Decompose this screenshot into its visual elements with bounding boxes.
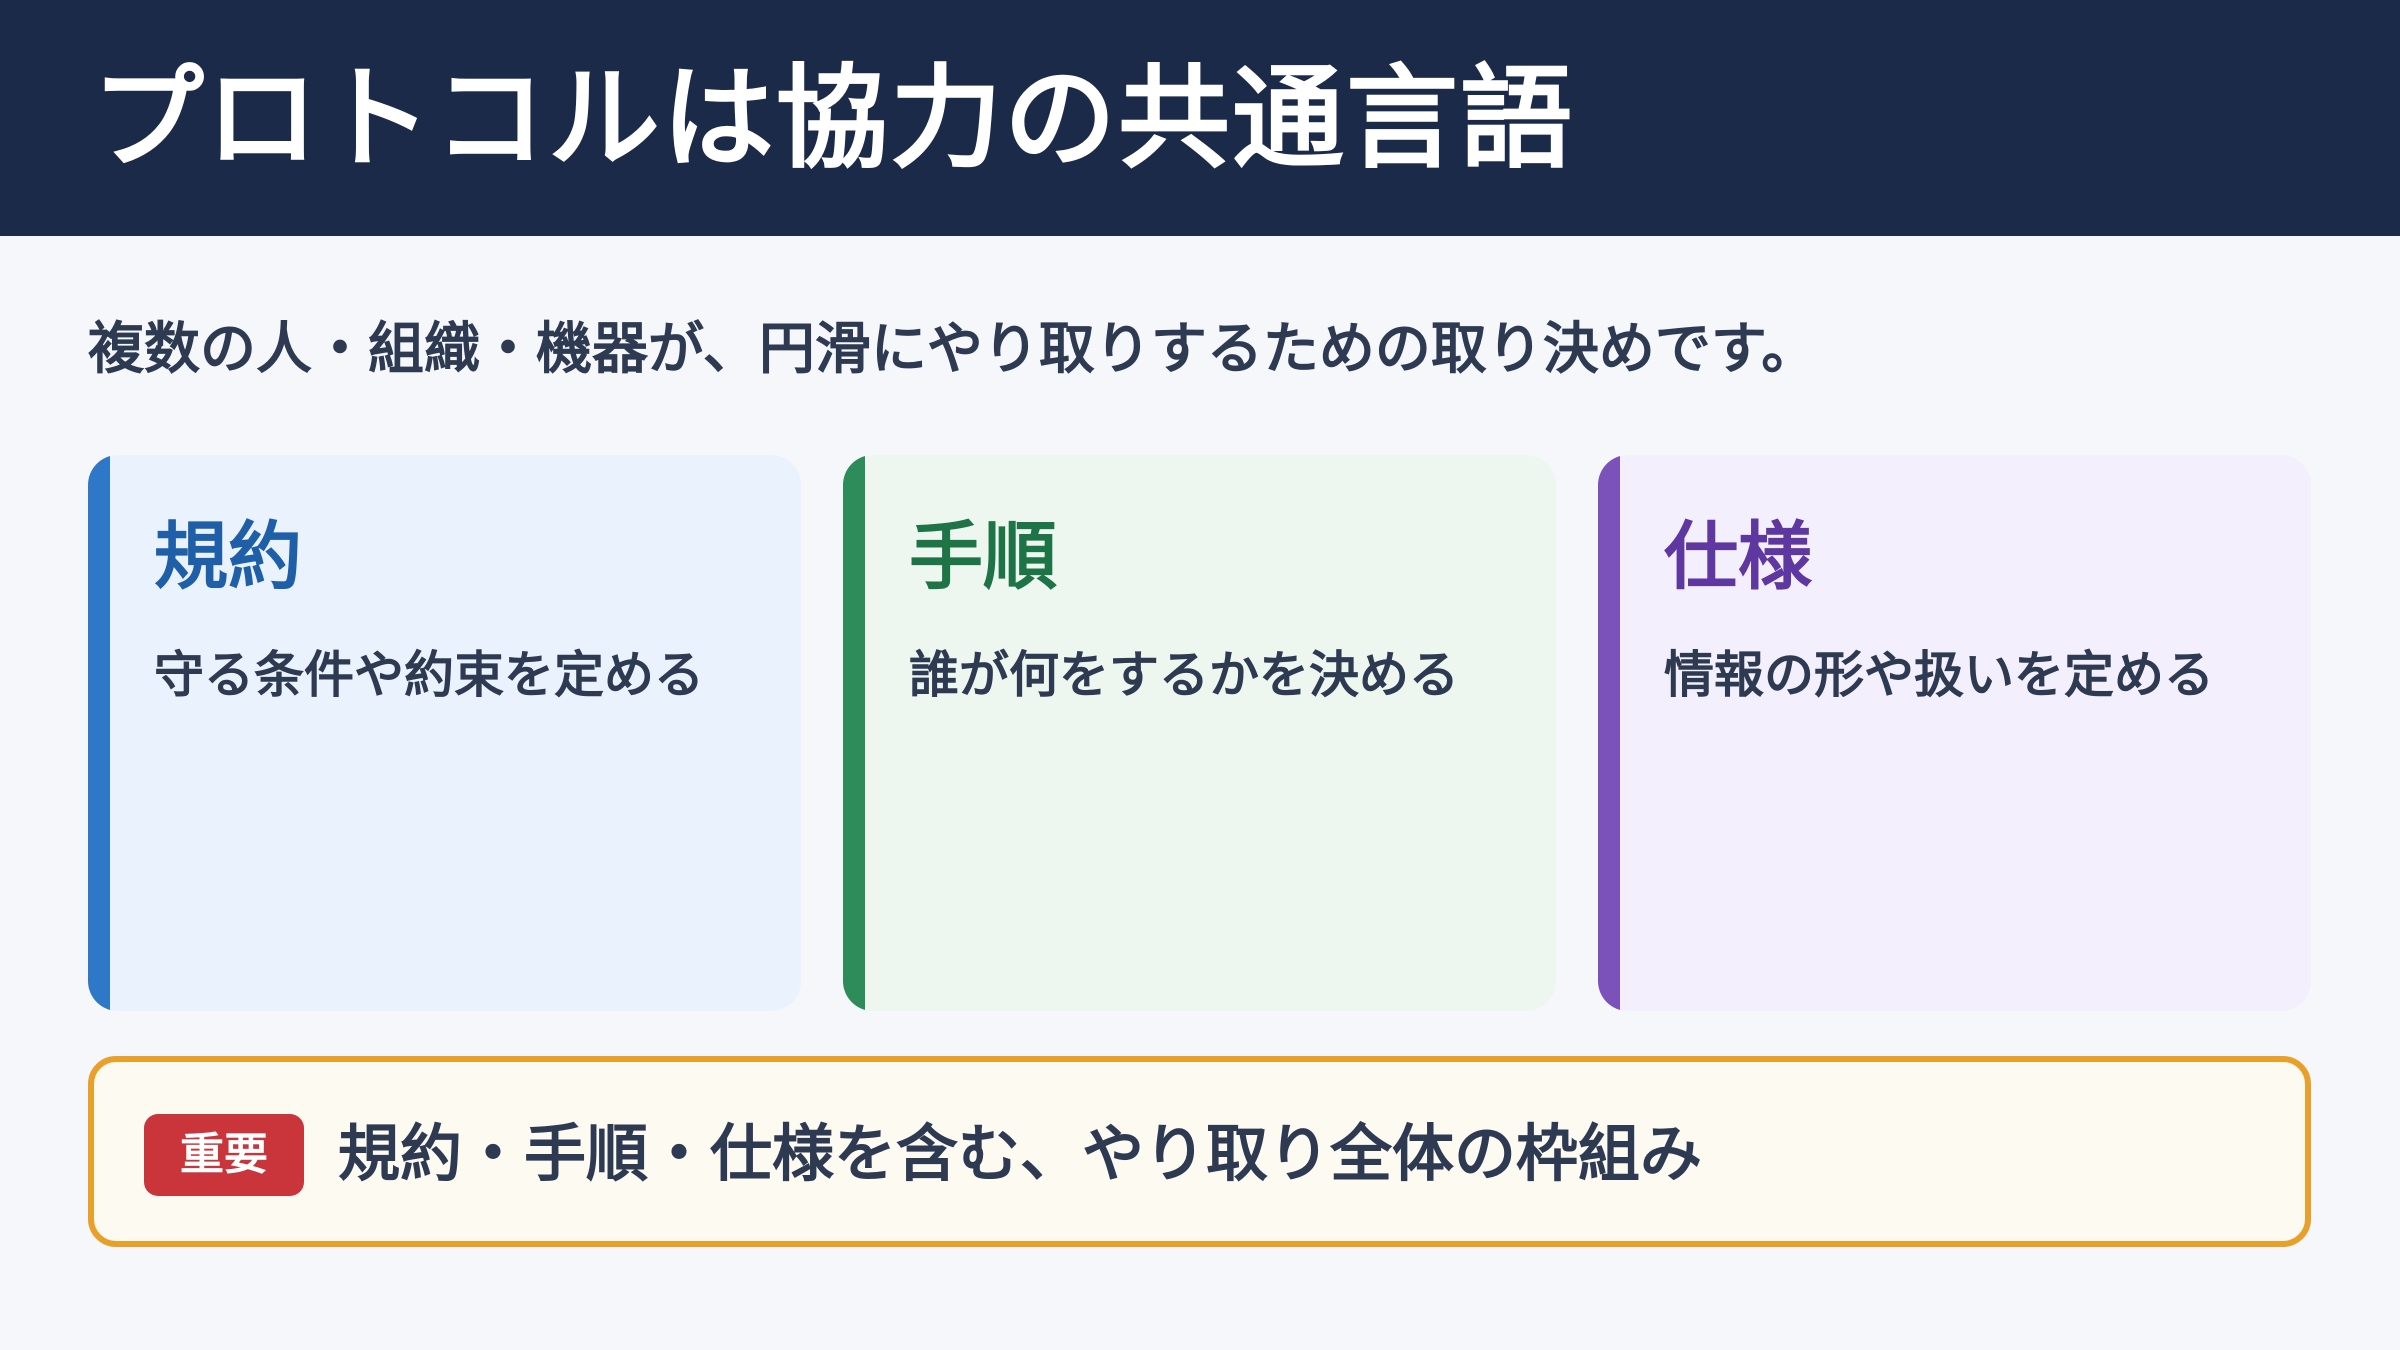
card-title: 仕様	[1664, 514, 1812, 600]
slide-title: プロトコルは協力の共通言語	[92, 54, 1574, 184]
card-description: 情報の形や扱いを定める	[1664, 646, 2214, 704]
header-bar: プロトコルは協力の共通言語	[0, 0, 2400, 236]
card-specification: 仕様 情報の形や扱いを定める	[1598, 455, 2311, 1011]
card-description: 守る条件や約束を定める	[154, 646, 704, 704]
important-note: 重要 規約・手順・仕様を含む、やり取り全体の枠組み	[88, 1056, 2311, 1247]
card-description: 誰が何をするかを決める	[909, 646, 1459, 704]
card-accent-bar	[843, 455, 865, 1011]
important-note-text: 規約・手順・仕様を含む、やり取り全体の枠組み	[338, 1117, 1703, 1190]
card-title: 規約	[154, 514, 302, 600]
card-title: 手順	[909, 514, 1057, 600]
slide-subtitle: 複数の人・組織・機器が、円滑にやり取りするための取り決めです。	[88, 317, 1818, 382]
card-accent-bar	[1598, 455, 1620, 1011]
card-rules: 規約 守る条件や約束を定める	[88, 455, 801, 1011]
card-procedure: 手順 誰が何をするかを決める	[843, 455, 1556, 1011]
card-accent-bar	[88, 455, 110, 1011]
important-badge: 重要	[144, 1114, 304, 1196]
